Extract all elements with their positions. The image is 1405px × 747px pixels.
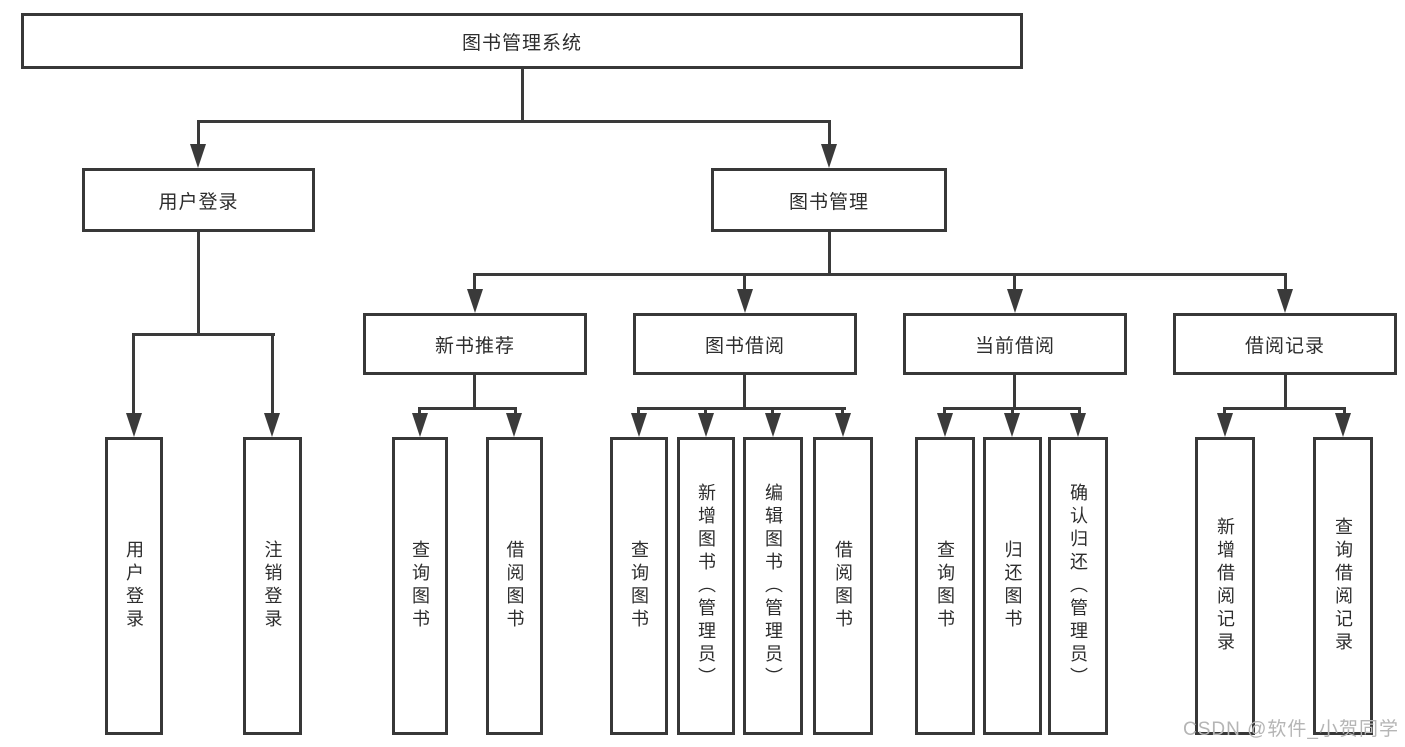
connector-line <box>132 333 275 336</box>
leaf-label: 用户登录 <box>124 540 144 632</box>
arrow-down-icon <box>1335 413 1351 437</box>
node-label: 图书借阅 <box>704 335 785 357</box>
leaf-confirm-return-admin: 确认归还（管理员） <box>1048 437 1108 735</box>
node-label: 图书管理系统 <box>461 32 582 54</box>
leaf-label: 新增图书（管理员） <box>696 482 716 690</box>
leaf-add-borrow-record: 新增借阅记录 <box>1195 437 1255 735</box>
node-library-system: 图书管理系统 <box>21 13 1023 69</box>
connector-line <box>1223 407 1346 410</box>
arrow-down-icon <box>698 413 714 437</box>
arrow-down-icon <box>1217 413 1233 437</box>
node-book-borrowing: 图书借阅 <box>633 313 857 375</box>
arrow-down-icon <box>631 413 647 437</box>
leaf-user-login: 用户登录 <box>105 437 163 735</box>
arrow-down-icon <box>737 289 753 313</box>
connector-line <box>197 120 200 152</box>
leaf-edit-books-admin: 编辑图书（管理员） <box>743 437 803 735</box>
connector-line <box>473 273 476 297</box>
connector-line <box>743 273 746 297</box>
leaf-borrow-books: 借阅图书 <box>813 437 873 735</box>
node-new-book-recommendation: 新书推荐 <box>363 313 587 375</box>
connector-line <box>1013 375 1016 410</box>
connector-line <box>1284 273 1287 297</box>
node-user-login: 用户登录 <box>82 168 315 232</box>
arrow-down-icon <box>1007 289 1023 313</box>
leaf-query-books-borrow: 查询图书 <box>610 437 668 735</box>
arrow-down-icon <box>264 413 280 437</box>
leaf-borrow-books-recommend: 借阅图书 <box>486 437 543 735</box>
arrow-down-icon <box>506 413 522 437</box>
node-current-borrowing: 当前借阅 <box>903 313 1127 375</box>
arrow-down-icon <box>412 413 428 437</box>
node-label: 新书推荐 <box>434 335 515 357</box>
leaf-label: 借阅图书 <box>833 540 853 632</box>
node-borrowing-records: 借阅记录 <box>1173 313 1397 375</box>
connector-line <box>637 407 846 410</box>
node-label: 当前借阅 <box>974 335 1055 357</box>
connector-line <box>828 232 831 276</box>
connector-line <box>1013 273 1016 297</box>
leaf-label: 编辑图书（管理员） <box>763 482 783 690</box>
leaf-logout: 注销登录 <box>243 437 302 735</box>
leaf-label: 查询借阅记录 <box>1333 517 1353 655</box>
arrow-down-icon <box>1004 413 1020 437</box>
connector-line <box>271 333 274 417</box>
node-book-management: 图书管理 <box>711 168 947 232</box>
connector-line <box>132 333 135 417</box>
arrow-down-icon <box>835 413 851 437</box>
connector-line <box>197 120 831 123</box>
csdn-watermark: CSDN @软件_小贺同学 <box>1183 719 1399 740</box>
connector-line <box>418 407 517 410</box>
leaf-label: 归还图书 <box>1002 540 1023 632</box>
leaf-add-books-admin: 新增图书（管理员） <box>677 437 735 735</box>
connector-line <box>197 232 200 336</box>
leaf-label: 借阅图书 <box>504 540 525 632</box>
connector-line <box>473 375 476 410</box>
leaf-return-books: 归还图书 <box>983 437 1042 735</box>
arrow-down-icon <box>1070 413 1086 437</box>
connector-line <box>743 375 746 410</box>
node-label: 借阅记录 <box>1244 335 1325 357</box>
connector-line <box>521 69 524 123</box>
arrow-down-icon <box>1277 289 1293 313</box>
leaf-query-borrow-record: 查询借阅记录 <box>1313 437 1373 735</box>
leaf-label: 查询图书 <box>629 540 649 632</box>
arrow-down-icon <box>821 144 837 168</box>
connector-line <box>1284 375 1287 410</box>
arrow-down-icon <box>765 413 781 437</box>
leaf-label: 查询图书 <box>410 540 430 632</box>
node-label: 图书管理 <box>788 191 869 213</box>
connector-line <box>828 120 831 152</box>
connector-line <box>473 273 1287 276</box>
arrow-down-icon <box>190 144 206 168</box>
leaf-label: 新增借阅记录 <box>1215 517 1235 655</box>
arrow-down-icon <box>467 289 483 313</box>
arrow-down-icon <box>126 413 142 437</box>
arrow-down-icon <box>937 413 953 437</box>
leaf-query-books-current: 查询图书 <box>915 437 975 735</box>
leaf-label: 确认归还（管理员） <box>1068 482 1088 690</box>
node-label: 用户登录 <box>158 191 239 213</box>
leaf-label: 注销登录 <box>262 540 283 632</box>
leaf-label: 查询图书 <box>935 540 955 632</box>
leaf-query-books-recommend: 查询图书 <box>392 437 448 735</box>
